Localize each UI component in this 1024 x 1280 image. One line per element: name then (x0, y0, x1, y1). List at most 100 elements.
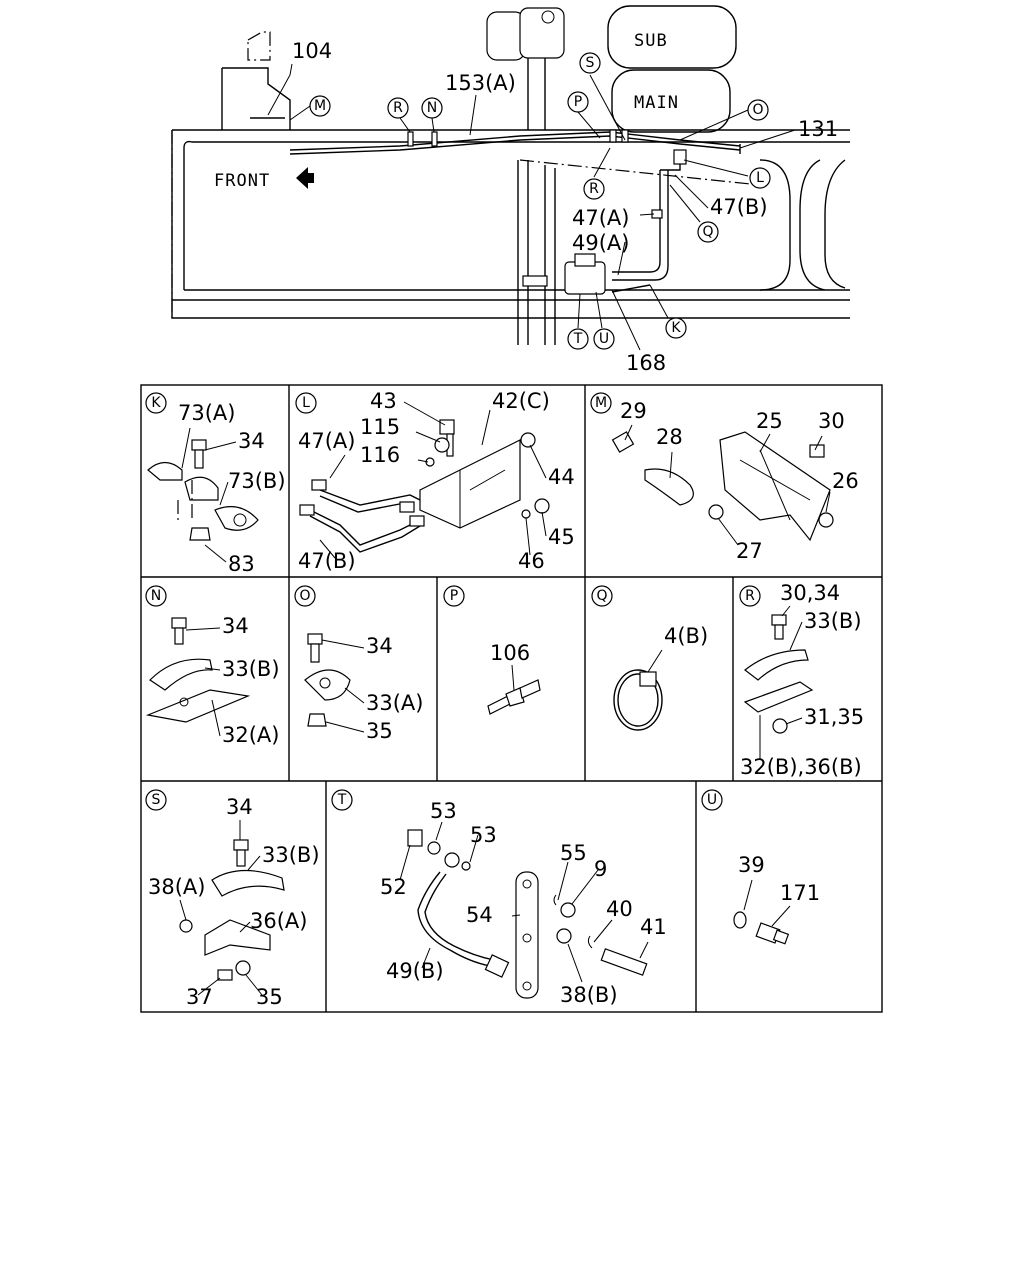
front-arrow-icon (296, 167, 314, 189)
label-29: 29 (620, 399, 647, 423)
label-35-o: 35 (366, 719, 393, 743)
label-31-35: 31,35 (804, 705, 864, 729)
panel-id-O: O (294, 585, 316, 607)
marker-U[interactable]: U (593, 328, 615, 350)
svg-text:N: N (151, 588, 161, 604)
marker-T[interactable]: T (567, 328, 589, 350)
panel-id-T: T (331, 789, 353, 811)
label-116: 116 (360, 443, 400, 467)
label-39: 39 (738, 853, 765, 877)
label-34-o: 34 (366, 634, 393, 658)
panel-Q: Q 4(B) (591, 585, 708, 731)
label-35-s: 35 (256, 985, 283, 1009)
label-53-b: 53 (470, 823, 497, 847)
label-45: 45 (548, 525, 575, 549)
svg-text:P: P (450, 588, 458, 604)
label-49a: 49(A) (572, 231, 629, 255)
label-168: 168 (626, 351, 666, 375)
label-131: 131 (798, 117, 838, 141)
label-32b-36b: 32(B),36(B) (740, 755, 862, 779)
label-41: 41 (640, 915, 667, 939)
marker-M[interactable]: M (309, 95, 331, 117)
label-33b-r: 33(B) (804, 609, 862, 633)
panel-id-R: R (739, 585, 761, 607)
label-73a: 73(A) (178, 401, 235, 425)
label-46: 46 (518, 549, 545, 573)
svg-text:O: O (299, 588, 310, 604)
label-33b-n: 33(B) (222, 657, 280, 681)
label-106: 106 (490, 641, 530, 665)
svg-text:L: L (302, 395, 310, 411)
panel-M: M 29 28 25 30 26 27 (590, 392, 859, 563)
overview: SUB MAIN FRONT (171, 5, 850, 375)
label-52: 52 (380, 875, 407, 899)
panel-U: U 39 171 (701, 789, 820, 945)
label-53-a: 53 (430, 799, 457, 823)
panel-id-M: M (590, 392, 612, 414)
label-47b: 47(B) (710, 195, 768, 219)
svg-text:K: K (671, 320, 681, 336)
sub-tank (607, 5, 737, 69)
svg-text:R: R (589, 181, 599, 197)
svg-text:U: U (599, 331, 609, 347)
label-28: 28 (656, 425, 683, 449)
marker-Q[interactable]: Q (697, 221, 719, 243)
panel-L: L 43 42(C) 115 116 47(A) 44 45 46 47(B) (295, 389, 575, 573)
marker-S[interactable]: S (579, 52, 601, 74)
label-25: 25 (756, 409, 783, 433)
marker-R-top[interactable]: R (387, 97, 409, 119)
label-4b: 4(B) (664, 624, 708, 648)
svg-text:T: T (337, 792, 347, 808)
label-37: 37 (186, 985, 213, 1009)
panel-id-L: L (295, 392, 317, 414)
marker-P[interactable]: P (567, 91, 589, 113)
svg-text:S: S (586, 55, 595, 71)
label-73b: 73(B) (228, 469, 286, 493)
svg-text:T: T (573, 331, 583, 347)
label-36a: 36(A) (250, 909, 307, 933)
marker-R-bottom[interactable]: R (583, 178, 605, 200)
label-34-n: 34 (222, 614, 249, 638)
svg-text:Q: Q (596, 588, 607, 604)
svg-text:P: P (574, 94, 582, 110)
label-32a: 32(A) (222, 723, 279, 747)
panel-id-N: N (145, 585, 167, 607)
label-34-s: 34 (226, 795, 253, 819)
label-171: 171 (780, 881, 820, 905)
panel-id-S: S (145, 789, 167, 811)
label-153a: 153(A) (445, 71, 516, 95)
label-54: 54 (466, 903, 493, 927)
label-47a-detail: 47(A) (298, 429, 355, 453)
label-33b-s: 33(B) (262, 843, 320, 867)
label-42c: 42(C) (492, 389, 550, 413)
label-49b: 49(B) (386, 959, 444, 983)
sub-tank-label: SUB (634, 31, 668, 51)
marker-N[interactable]: N (421, 97, 443, 119)
panel-N: N 34 33(B) 32(A) (145, 585, 280, 747)
panel-K: K 73(A) 34 73(B) 83 (145, 392, 286, 576)
label-38b: 38(B) (560, 983, 618, 1007)
label-38a: 38(A) (148, 875, 205, 899)
front-label: FRONT (214, 171, 270, 191)
svg-text:S: S (152, 792, 161, 808)
panel-id-Q: Q (591, 585, 613, 607)
panel-R: R 30,34 33(B) 31,35 32(B),36(B) (739, 581, 864, 779)
panel-S: S 34 33(B) 38(A) 36(A) 37 35 (145, 789, 320, 1009)
label-55: 55 (560, 841, 587, 865)
label-30: 30 (818, 409, 845, 433)
marker-K[interactable]: K (665, 317, 687, 339)
svg-text:M: M (314, 98, 326, 114)
panel-O: O 34 33(A) 35 (294, 585, 423, 743)
svg-text:R: R (745, 588, 755, 604)
label-30-34: 30,34 (780, 581, 840, 605)
label-104: 104 (292, 39, 332, 63)
panel-T: T 53 53 55 9 52 54 40 41 49(B) 38(B) (331, 789, 667, 1007)
marker-O[interactable]: O (747, 99, 769, 121)
svg-text:R: R (393, 100, 403, 116)
label-33a-o: 33(A) (366, 691, 423, 715)
label-26: 26 (832, 469, 859, 493)
marker-L[interactable]: L (749, 167, 771, 189)
svg-text:K: K (151, 395, 161, 411)
detail-grid (140, 384, 883, 1013)
